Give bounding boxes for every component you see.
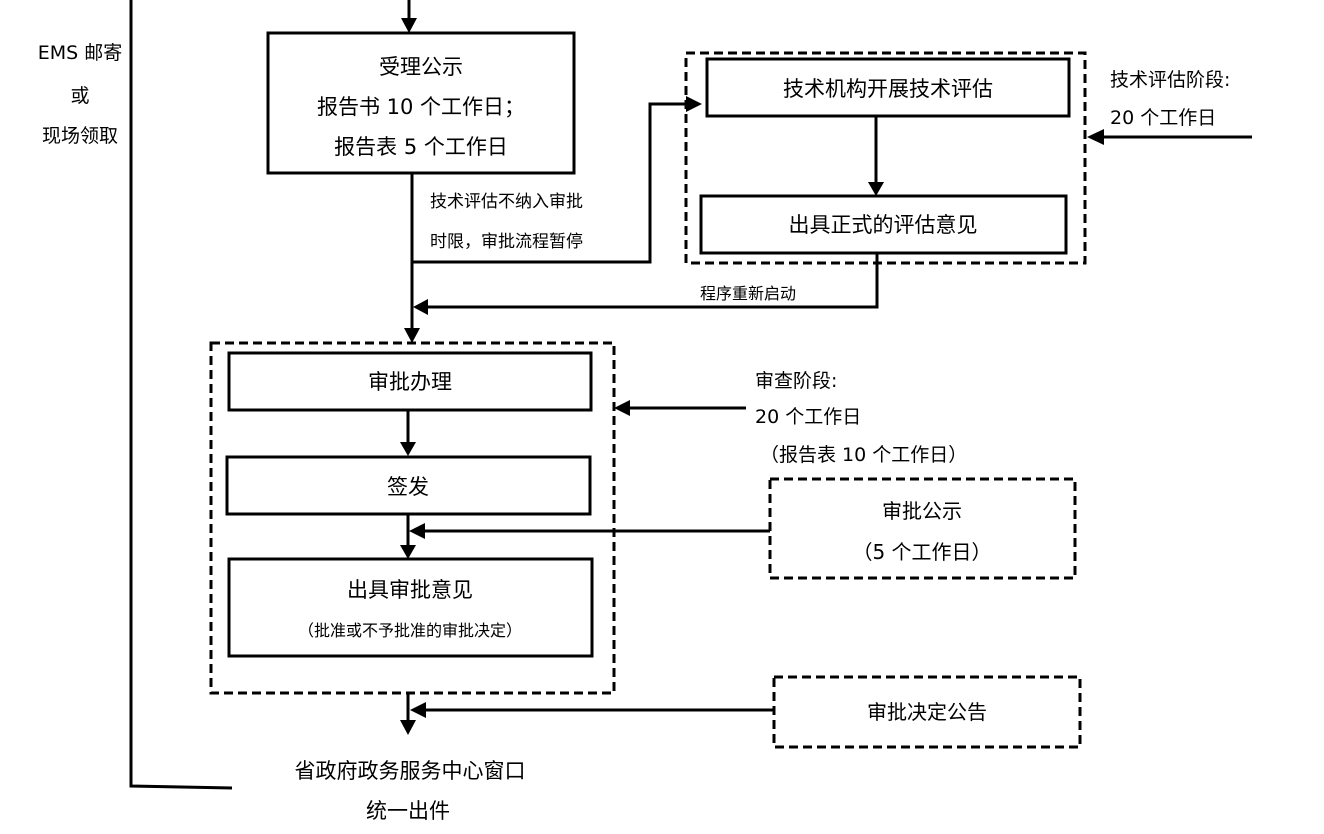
review-stage-label-line3: （报告表 10 个工作日）: [760, 444, 967, 466]
tech-eval-stage-group: [684, 51, 1087, 265]
pause-note-line1: 技术评估不纳入审批: [430, 192, 583, 212]
restart-line: [425, 253, 879, 309]
approval-handling-box: [227, 351, 593, 412]
approval-opinion-box: [227, 557, 594, 658]
arrow-head-icon: [400, 545, 416, 559]
left-label-line1: EMS 邮寄: [38, 42, 123, 64]
arrow-head-icon: [413, 299, 428, 315]
restart-label: 程序重新启动: [700, 284, 796, 303]
tech-stage-label-line2: 20 个工作日: [1110, 107, 1216, 129]
decision-announcement-box: [772, 675, 1082, 749]
left-return-line: [129, 0, 233, 790]
review-stage-group: [209, 341, 616, 695]
sign-issue-text: 签发: [387, 475, 429, 499]
tech-stage-label-line1: 技术评估阶段:: [1110, 69, 1230, 91]
arrow-head-icon: [686, 96, 702, 112]
left-label-line2: 或: [70, 85, 89, 107]
acceptance-publicity-box: [266, 31, 576, 175]
acceptance-report-form: 报告表 5 个工作日: [334, 135, 508, 159]
arrow-head-icon: [409, 523, 425, 539]
arrow-head-icon: [410, 702, 426, 718]
to-tech-eval-line: [412, 102, 686, 264]
arrow-head-icon: [401, 18, 417, 33]
arrow-head-icon: [614, 400, 630, 416]
tech-eval-text: 技术机构开展技术评估: [783, 77, 993, 101]
acceptance-report-book: 报告书 10 个工作日；: [317, 95, 525, 119]
acceptance-title: 受理公示: [379, 55, 463, 79]
left-label-line3: 现场领取: [42, 125, 118, 147]
arrow-head-icon: [1087, 129, 1104, 145]
tech-eval-box: [705, 57, 1071, 118]
eval-opinion-text: 出具正式的评估意见: [789, 213, 978, 237]
approval-publicity-days: （5 个工作日）: [852, 540, 991, 564]
final-output-line2: 统一出件: [366, 799, 450, 823]
arrow-head-icon: [400, 442, 416, 456]
review-stage-label-line1: 审查阶段:: [755, 370, 837, 392]
approval-handling-text: 审批办理: [368, 370, 452, 394]
arrow-head-icon: [400, 720, 416, 735]
arrow-head-icon: [868, 182, 884, 196]
arrow-head-icon: [404, 328, 420, 343]
approval-publicity-title: 审批公示: [882, 499, 962, 523]
approval-opinion-title: 出具审批意见: [347, 578, 473, 602]
eval-opinion-box: [699, 194, 1068, 255]
pause-note-line2: 时限，审批流程暂停: [430, 232, 583, 252]
approval-opinion-detail: （批准或不予批准的审批决定）: [298, 621, 522, 640]
sign-issue-box: [225, 455, 592, 516]
final-output-line1: 省政府政务服务中心窗口: [295, 759, 526, 783]
approval-publicity-box: [768, 477, 1077, 580]
decision-announcement-text: 审批决定公告: [867, 700, 987, 724]
review-stage-label-line2: 20 个工作日: [755, 406, 861, 428]
